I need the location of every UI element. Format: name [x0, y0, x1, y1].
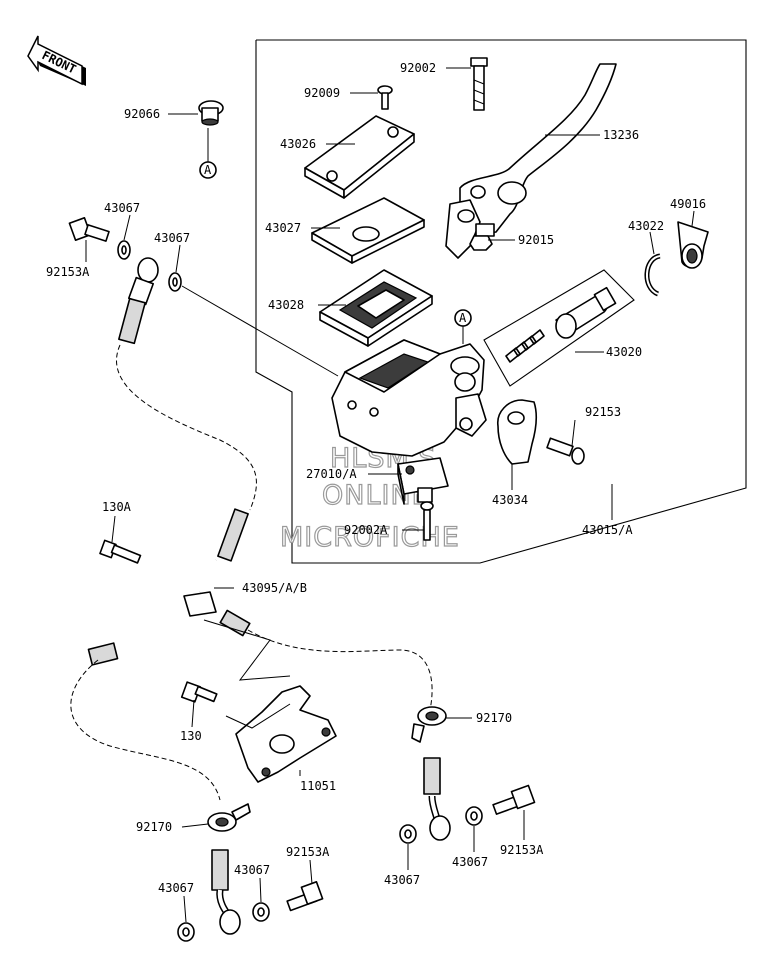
callout-92153: 92153 [585, 405, 621, 419]
part-92066-cap [198, 100, 224, 126]
callout-92153a-top: 92153A [46, 265, 90, 279]
part-43067-washer-b1 [177, 922, 195, 942]
callout-43067-top-b: 43067 [154, 231, 190, 245]
callout-43067-top-a: 43067 [104, 201, 140, 215]
callout-130: 130 [180, 729, 202, 743]
callout-43022: 43022 [628, 219, 664, 233]
part-43027-plate [311, 197, 425, 264]
part-master-cylinder-body [331, 339, 487, 457]
callout-92153a-bottom-left: 92153A [286, 845, 330, 859]
ref-circle-a-1 [199, 128, 217, 179]
part-43095-hose-joint [70, 508, 433, 801]
callout-13236: 13236 [603, 128, 639, 142]
part-92153a-bolt-b1 [286, 881, 324, 912]
part-43067-washer-top-b [168, 272, 182, 292]
callout-43067-b3: 43067 [384, 873, 420, 887]
front-arrow: FRONT [27, 35, 86, 86]
part-92002-bolt [470, 57, 488, 111]
callout-92170-right: 92170 [476, 711, 512, 725]
callout-92009: 92009 [304, 86, 340, 100]
part-43022-circlip [644, 253, 661, 297]
part-11051-bracket [225, 685, 337, 783]
part-13236-lever [445, 63, 617, 259]
part-43028-diaphragm [319, 269, 433, 347]
callout-43067-b2: 43067 [234, 863, 270, 877]
part-43067-washer-top-a [117, 240, 131, 260]
part-43067-washer-b4 [465, 806, 483, 826]
part-92009-screw [377, 85, 393, 110]
part-27010a-switch [397, 457, 449, 505]
callout-11051: 11051 [300, 779, 336, 793]
callout-92002: 92002 [400, 61, 436, 75]
callout-43067-b1: 43067 [158, 881, 194, 895]
callout-27010a: 27010/A [306, 467, 357, 481]
callout-ref-a-1: A [204, 163, 212, 177]
callout-43026: 43026 [280, 137, 316, 151]
part-92170-banjo-right [411, 706, 451, 841]
callout-ref-a-2: A [459, 311, 467, 325]
callout-92066: 92066 [124, 107, 160, 121]
callout-43034: 43034 [492, 493, 528, 507]
callout-92153a-bottom-right: 92153A [500, 843, 544, 857]
callout-43020: 43020 [606, 345, 642, 359]
part-43034-clamp [497, 399, 537, 465]
part-43067-washer-b3 [399, 824, 417, 844]
part-92153-bolt [546, 437, 585, 465]
callout-43028: 43028 [268, 298, 304, 312]
callout-43095ab: 43095/A/B [242, 581, 307, 595]
part-92170-banjo-left [207, 803, 251, 935]
part-92153a-bolt-b2 [492, 784, 536, 815]
part-43026-cover [304, 115, 415, 199]
assembly-frame [255, 39, 747, 564]
callout-92002a: 92002A [344, 523, 388, 537]
part-43020-piston-kit [483, 269, 635, 387]
callout-49016: 49016 [670, 197, 706, 211]
part-130-bolt [180, 681, 218, 703]
callout-130a: 130A [102, 500, 132, 514]
callout-leaders [85, 67, 695, 923]
part-130a-bolt [99, 539, 142, 564]
callout-92170-left: 92170 [136, 820, 172, 834]
part-49016-boot [677, 221, 709, 269]
part-92015-nut [469, 235, 493, 251]
callout-43067-b4: 43067 [452, 855, 488, 869]
part-92002a-screw [420, 501, 434, 541]
callout-43027: 43027 [265, 221, 301, 235]
callout-labels: 92066 A 92002 92009 43026 13236 43027 43… [46, 61, 706, 895]
part-43067-washer-b2 [252, 902, 270, 922]
callout-92015: 92015 [518, 233, 554, 247]
part-92153a-banjo-bolt-top [68, 217, 110, 242]
part-brake-hose-top [116, 257, 257, 511]
callout-43015a: 43015/A [582, 523, 633, 537]
